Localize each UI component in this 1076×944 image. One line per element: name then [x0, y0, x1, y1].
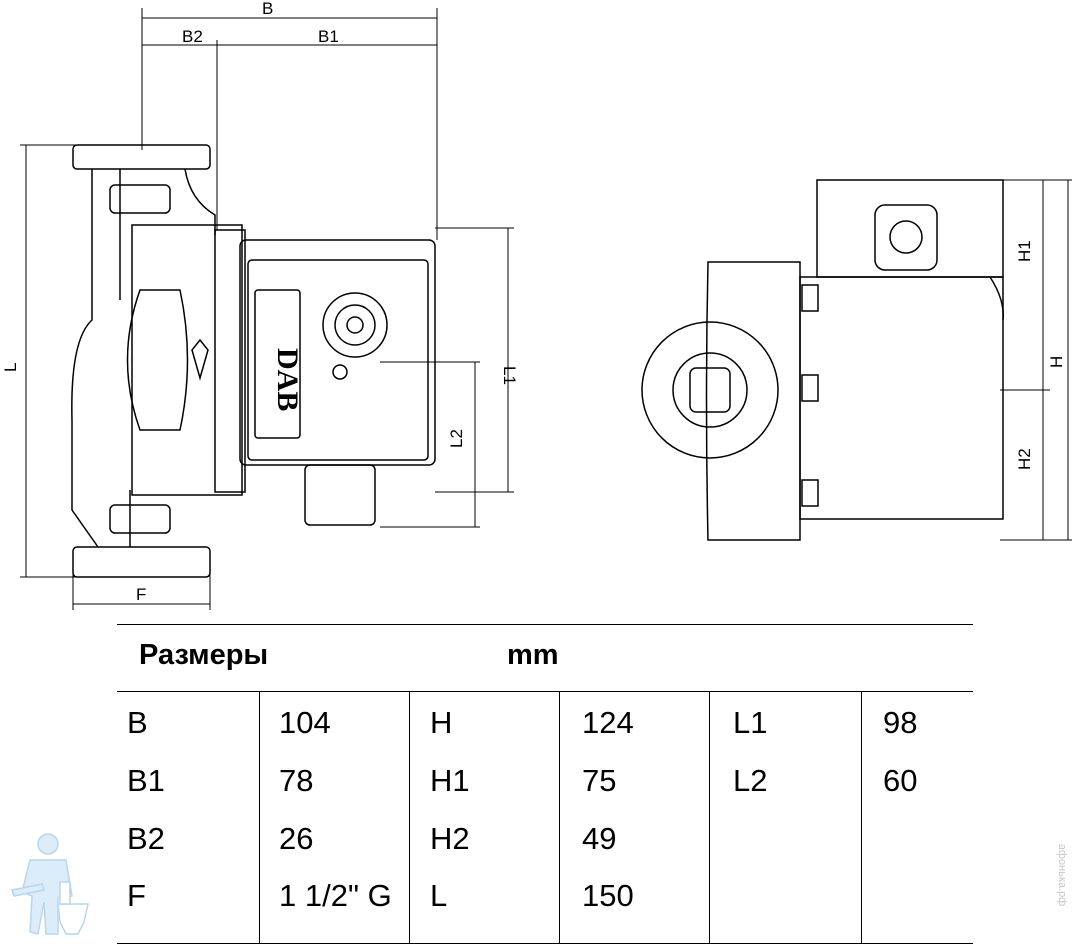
dim-label-b1: B1: [318, 27, 339, 46]
plumber-mascot-icon: [11, 833, 89, 935]
row-value: 1 1/2" G: [279, 878, 392, 913]
row-label: H1: [430, 763, 470, 798]
row-value: 124: [582, 705, 634, 740]
divider: [409, 691, 410, 943]
dim-label-f: F: [136, 585, 146, 604]
dim-label-b: B: [262, 0, 273, 18]
row-label: H: [430, 705, 453, 740]
divider: [709, 691, 710, 943]
dim-label-l: L: [1, 363, 20, 372]
dim-label-l2: L2: [447, 429, 466, 448]
row-value: 78: [279, 763, 314, 798]
row-label: B: [127, 705, 148, 740]
dimensions-table: Размеры mm B 104 B1 78 B2 26 F 1 1/2" G …: [117, 624, 973, 944]
table-title: Размеры: [139, 639, 269, 671]
watermark: афонька.рф: [1052, 820, 1072, 930]
table-header: Размеры mm: [117, 625, 973, 692]
pump-front-view: DAB: [71, 144, 436, 578]
divider: [259, 691, 260, 943]
pump-side-view: [641, 179, 1004, 541]
dim-label-l1: L1: [500, 366, 519, 385]
divider: [559, 691, 560, 943]
row-label: L1: [733, 705, 768, 740]
row-value: 75: [582, 763, 617, 798]
row-value: 49: [582, 821, 617, 856]
row-value: 98: [883, 705, 918, 740]
row-value: 60: [883, 763, 918, 798]
dimension-lines: [20, 8, 1072, 610]
dim-label-h2: H2: [1015, 448, 1034, 470]
row-label: L: [430, 878, 448, 913]
pump-technical-drawing: B B2 B1 L F L1 L2 H1 H H2 DAB: [1, 0, 1072, 610]
row-label: H2: [430, 821, 470, 856]
row-value: 150: [582, 878, 634, 913]
dim-label-h: H: [1047, 356, 1066, 368]
table-unit: mm: [507, 639, 559, 671]
dab-logo: DAB: [271, 348, 304, 411]
row-value: 26: [279, 821, 314, 856]
row-label: B1: [127, 763, 165, 798]
row-label: F: [127, 878, 146, 913]
row-label: L2: [733, 763, 768, 798]
divider: [861, 691, 862, 943]
dim-label-b2: B2: [182, 27, 203, 46]
watermark-text: афонька.рф: [1056, 843, 1068, 907]
row-label: B2: [127, 821, 165, 856]
row-value: 104: [279, 705, 331, 740]
dim-label-h1: H1: [1015, 240, 1034, 262]
